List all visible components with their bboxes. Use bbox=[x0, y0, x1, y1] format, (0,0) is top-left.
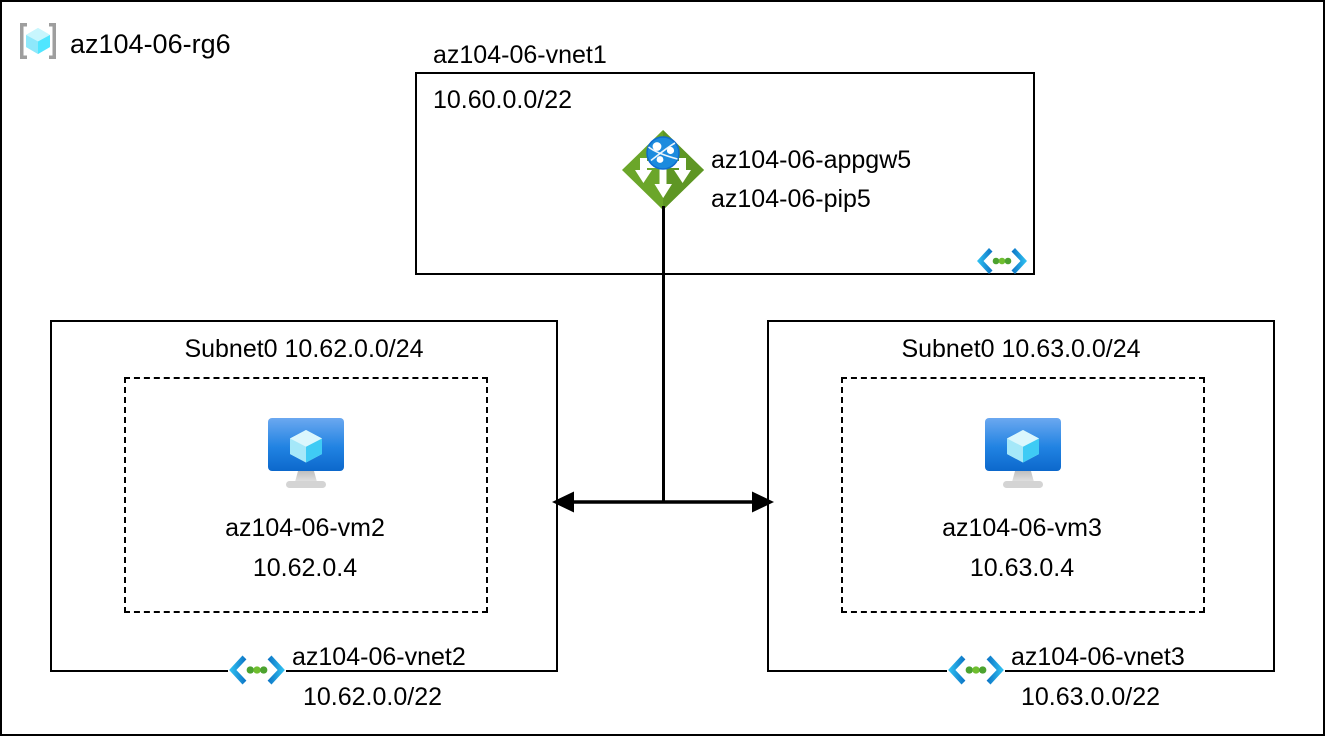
vnet2-box bbox=[50, 320, 558, 672]
vnet2-virtual-network-icon bbox=[228, 653, 286, 692]
resource-group-name: az104-06-rg6 bbox=[70, 28, 231, 59]
vnet2-subnet-label: Subnet0 10.62.0.0/24 bbox=[184, 335, 424, 363]
vnet3-subnet-dashed-box bbox=[841, 377, 1205, 613]
vnet2-name: az104-06-vnet2 bbox=[292, 643, 466, 671]
vnet2-subnet-dashed-box bbox=[124, 377, 488, 613]
resource-group-header: az104-06-rg6 bbox=[16, 20, 231, 67]
vnet2-vm-ip: 10.62.0.4 bbox=[252, 554, 358, 582]
gateway-link-line bbox=[662, 206, 665, 502]
vnet3-subnet-label: Subnet0 10.63.0.0/24 bbox=[901, 335, 1141, 363]
vnet1-virtual-network-icon bbox=[976, 246, 1028, 281]
vnet3-box bbox=[767, 320, 1275, 672]
vnet2-vm-name: az104-06-vm2 bbox=[225, 514, 385, 542]
appgw-name: az104-06-appgw5 bbox=[711, 146, 912, 174]
vnet3-virtual-network-icon bbox=[947, 653, 1005, 692]
pip-name: az104-06-pip5 bbox=[711, 185, 871, 213]
vnet2-virtual-machine-icon bbox=[260, 410, 352, 499]
vnet3-virtual-machine-icon bbox=[977, 410, 1069, 499]
vnet3-vm-name: az104-06-vm3 bbox=[942, 514, 1102, 542]
application-gateway-icon bbox=[620, 128, 706, 217]
vnet1-address-space: 10.60.0.0/22 bbox=[433, 86, 573, 114]
vnet3-address-space: 10.63.0.0/22 bbox=[1021, 683, 1161, 711]
vnet3-name: az104-06-vnet3 bbox=[1011, 643, 1185, 671]
resource-group-icon bbox=[16, 20, 60, 67]
vnet2-address-space: 10.62.0.0/22 bbox=[303, 683, 443, 711]
vnet1-name: az104-06-vnet1 bbox=[433, 41, 607, 69]
vnet3-vm-ip: 10.63.0.4 bbox=[969, 554, 1075, 582]
vnet1-box bbox=[415, 72, 1035, 275]
peering-arrow bbox=[552, 491, 774, 513]
